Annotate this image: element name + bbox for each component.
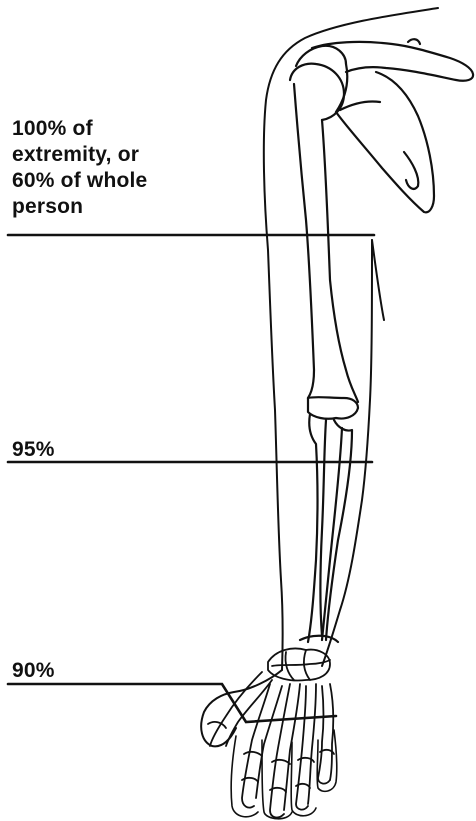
label-90-text: 90% [12, 658, 55, 684]
label-100-line4: person [12, 194, 147, 220]
label-100-line1: 100% of [12, 116, 147, 142]
humerus-bone [290, 64, 358, 419]
label-100-line2: extremity, or [12, 142, 147, 168]
amputation-level-label-100: 100% of extremity, or 60% of whole perso… [12, 116, 147, 220]
label-100-line3: 60% of whole [12, 168, 147, 194]
forearm-bones [300, 414, 352, 642]
level-lines [8, 235, 374, 722]
amputation-level-label-95: 95% [12, 437, 55, 463]
amputation-level-label-90: 90% [12, 658, 55, 684]
carpal-bones [268, 649, 330, 681]
label-95-text: 95% [12, 437, 55, 463]
